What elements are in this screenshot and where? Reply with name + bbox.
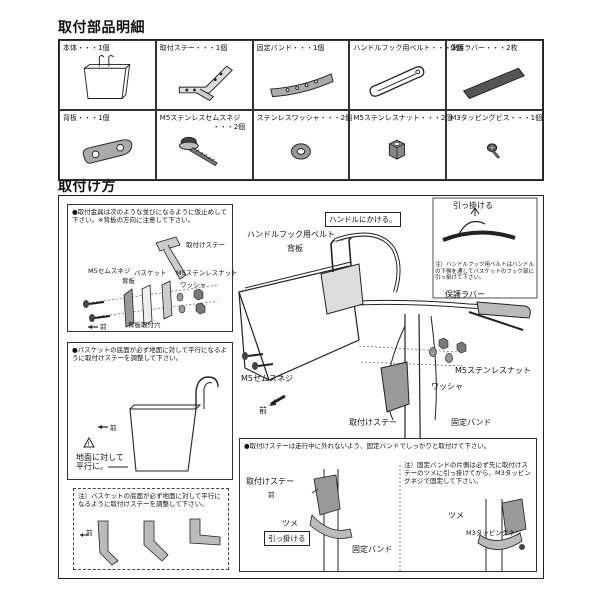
washer-icon [290,143,311,160]
band-label-pull: 引っ掛ける [264,531,310,546]
part-cell-hook-belt: ハンドルフック用ベルト・・・2個 [349,40,463,110]
part-label: 取付ステー・・・1個 [159,44,228,52]
band-label-stay: 取付けステー [246,477,294,486]
basket-icon [83,55,131,99]
hook-belt-icon [369,66,425,97]
part-cell-basket: 本体・・・1個 [59,40,156,110]
order-label-m5-nut: M5ステンレスナット [176,269,238,277]
band-note: ●取付けステーは走行中に外れないよう、固定バンドでしっかりと取付けて下さい。 [244,442,491,450]
part-label: 固定バンド・・・1個 [256,44,325,52]
band-label-m3: M3タッピングネジ [466,529,522,537]
stay-note: 注）バスケットの底面が必ず地面に対して平行になるように取付けステーを調整して下さ… [78,492,221,508]
back-plate-icon [82,139,133,164]
label-washer: ワッシャ [431,382,463,391]
part-label: ハンドルフック用ベルト・・・2個 [353,44,463,52]
part-cell-band: 固定バンド・・・1個 [252,40,350,110]
order-label-front: 前 [100,323,107,331]
basket-side-drawing: ! [83,376,219,472]
level-label-parallel: 地面に対して平行に。 [76,453,124,471]
order-label-back-hole: 背板取付穴 [128,321,161,329]
band-label-band: 固定バンド [352,545,393,554]
part-cell-tapping-screw: M3タッピングビス・・・1個 [446,110,543,180]
inset-note: 注）ハンドルフック用ベルトはハンドルの下側を通してバスケットのフック部に引っ掛け… [435,262,535,281]
band-label-claw: ツメ [282,519,298,528]
part-cell-stay: 取付ステー・・・1個 [155,40,253,110]
part-label: M5ステンレスナット・・・2個 [353,114,453,122]
level-label-front: 前 [110,424,117,432]
band-note-2: 注）固定バンドの片側は必ず先に取付けステーのツメに引っ掛けてから、M3タッピング… [404,461,531,485]
panel-stay-adjust: 注）バスケットの底面が必ず地面に対して平行になるように取付けステーを調整して下さ… [73,488,229,570]
part-cell-sems-screw: M5ステンレスセムスネジ ・・・2個 [155,110,253,180]
mounting-stay-icon [178,65,233,101]
panel-keep-parallel: ●バスケットの底面が必ず地面に対して平行になるように取付けステーを調整して下さい… [67,342,233,480]
parts-list-heading: 取付部品明細 [58,20,145,36]
order-label-back-plate: 背板 [122,277,135,285]
label-m5-nut: M5ステンレスナット [455,366,531,375]
label-band: 固定バンド [451,418,492,427]
part-cell-rubber: 保護ラバー・・・2枚 [446,40,543,110]
part-label: M5ステンレスセムスネジ [159,114,241,122]
stay-label-front: 前 [86,529,93,537]
svg-text:!: ! [88,441,90,448]
part-cell-washer: ステンレスワッシャ・・・2個 [252,110,353,180]
order-label-stay: 取付けステー [186,241,225,249]
part-label: ステンレスワッシャ・・・2個 [256,114,353,122]
tapping-screw-icon [487,143,501,159]
stay-angles-drawing [80,518,221,566]
sems-screw-icon [178,136,218,167]
label-m5-sems: M5セムスネジ [241,374,293,383]
fixing-band-icon [269,73,334,98]
rubber-pad-icon [463,67,526,100]
label-rubber: 保護ラバー [445,290,485,299]
order-label-basket: バスケット [134,269,167,277]
installation-heading: 取付け方 [58,179,116,195]
band-label-claw-2: ツメ [448,511,464,520]
part-cell-nut: M5ステンレスナット・・・2個 [349,110,452,180]
callout-pull: 引っ掛ける [453,201,493,210]
level-note: ●バスケットの底面が必ず地面に対して平行になるように取付けステーを調整して下さい… [72,346,227,362]
installation-frame: ●取付金具は次のような並びになるように仮止めして下さい。※背板の方向に注意して下… [58,195,544,579]
part-label: 保護ラバー・・・2枚 [450,44,518,52]
part-cell-back-plate: 背板・・・1個 [59,110,156,180]
main-installation-drawing [238,197,538,527]
label-stay: 取付けステー [349,418,397,427]
hex-nut-icon [389,139,406,160]
part-label-qty: ・・・2個 [212,123,246,131]
panel-assembly-order: ●取付金具は次のような並びになるように仮止めして下さい。※背板の方向に注意して下… [67,204,238,332]
exploded-assembly-drawing [83,236,219,329]
band-label-front: 前 [268,491,275,499]
panel-band-fixing: ●取付けステーは走行中に外れないよう、固定バンドでしっかりと取付けて下さい。 取… [239,438,537,572]
order-note: ●取付金具は次のような並びになるように仮止めして下さい。※背板の方向に注意して下… [72,208,227,224]
label-back-plate: 背板 [287,244,303,253]
part-label: M3タッピングビス・・・1個 [450,114,543,122]
parts-grid: 本体・・・1個 取付ステー・・・1個 固定バンド・・・1個 ハンドルフック用ベル [58,39,544,181]
label-hook-belt: ハンドルフック用ベルト [247,230,335,239]
part-label: 背板・・・1個 [63,114,110,122]
part-label: 本体・・・1個 [63,44,110,52]
order-label-m5-sems: M5セムスネジ [88,267,131,275]
order-label-washer: ワッシャ [180,281,206,289]
callout-hook-handle: ハンドルにかける。 [325,212,401,227]
band-fixing-drawing [309,465,527,571]
label-front: 前 [259,406,267,415]
